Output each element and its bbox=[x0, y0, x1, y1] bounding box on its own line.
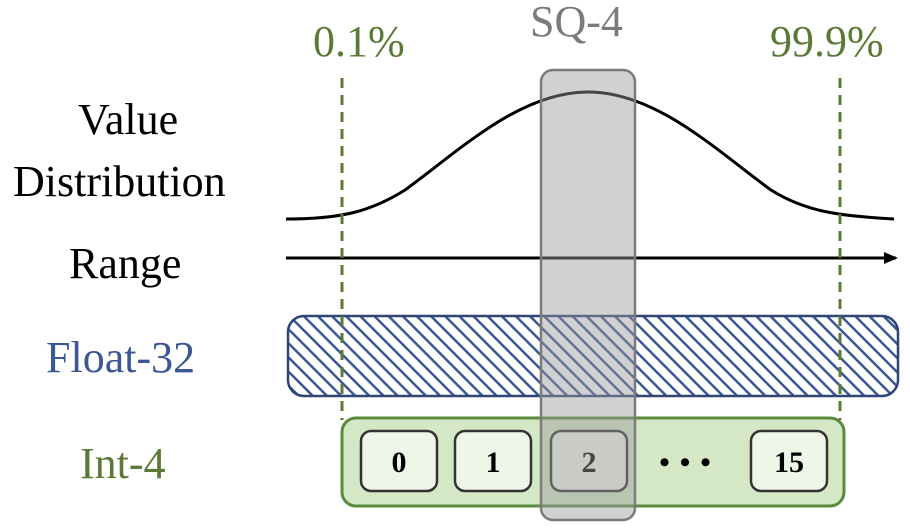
distribution-curve bbox=[285, 90, 895, 221]
value-label: Value bbox=[78, 95, 179, 144]
distribution-label: Distribution bbox=[13, 157, 226, 206]
int4-cell-15-text: 15 bbox=[774, 446, 804, 479]
upper-percentile-label: 99.9% bbox=[770, 17, 884, 66]
int4-cell-15: 15 bbox=[749, 429, 829, 493]
float32-label: Float-32 bbox=[46, 333, 196, 382]
sq4-window bbox=[539, 68, 637, 522]
int4-cell-0-text: 0 bbox=[392, 446, 407, 479]
int4-label: Int-4 bbox=[80, 439, 166, 488]
int4-cell-2-text: 2 bbox=[582, 446, 597, 479]
int4-cell-0: 0 bbox=[359, 429, 439, 493]
int4-cell-1: 1 bbox=[453, 429, 533, 493]
int4-cell-1-text: 1 bbox=[486, 446, 501, 479]
range-label: Range bbox=[69, 239, 182, 288]
sq-label: SQ-4 bbox=[530, 0, 623, 46]
float32-bar bbox=[286, 314, 900, 398]
int4-ellipsis: ••• bbox=[659, 446, 721, 479]
lower-percentile-label: 0.1% bbox=[313, 17, 405, 66]
int4-cell-2: 2 bbox=[549, 429, 629, 493]
